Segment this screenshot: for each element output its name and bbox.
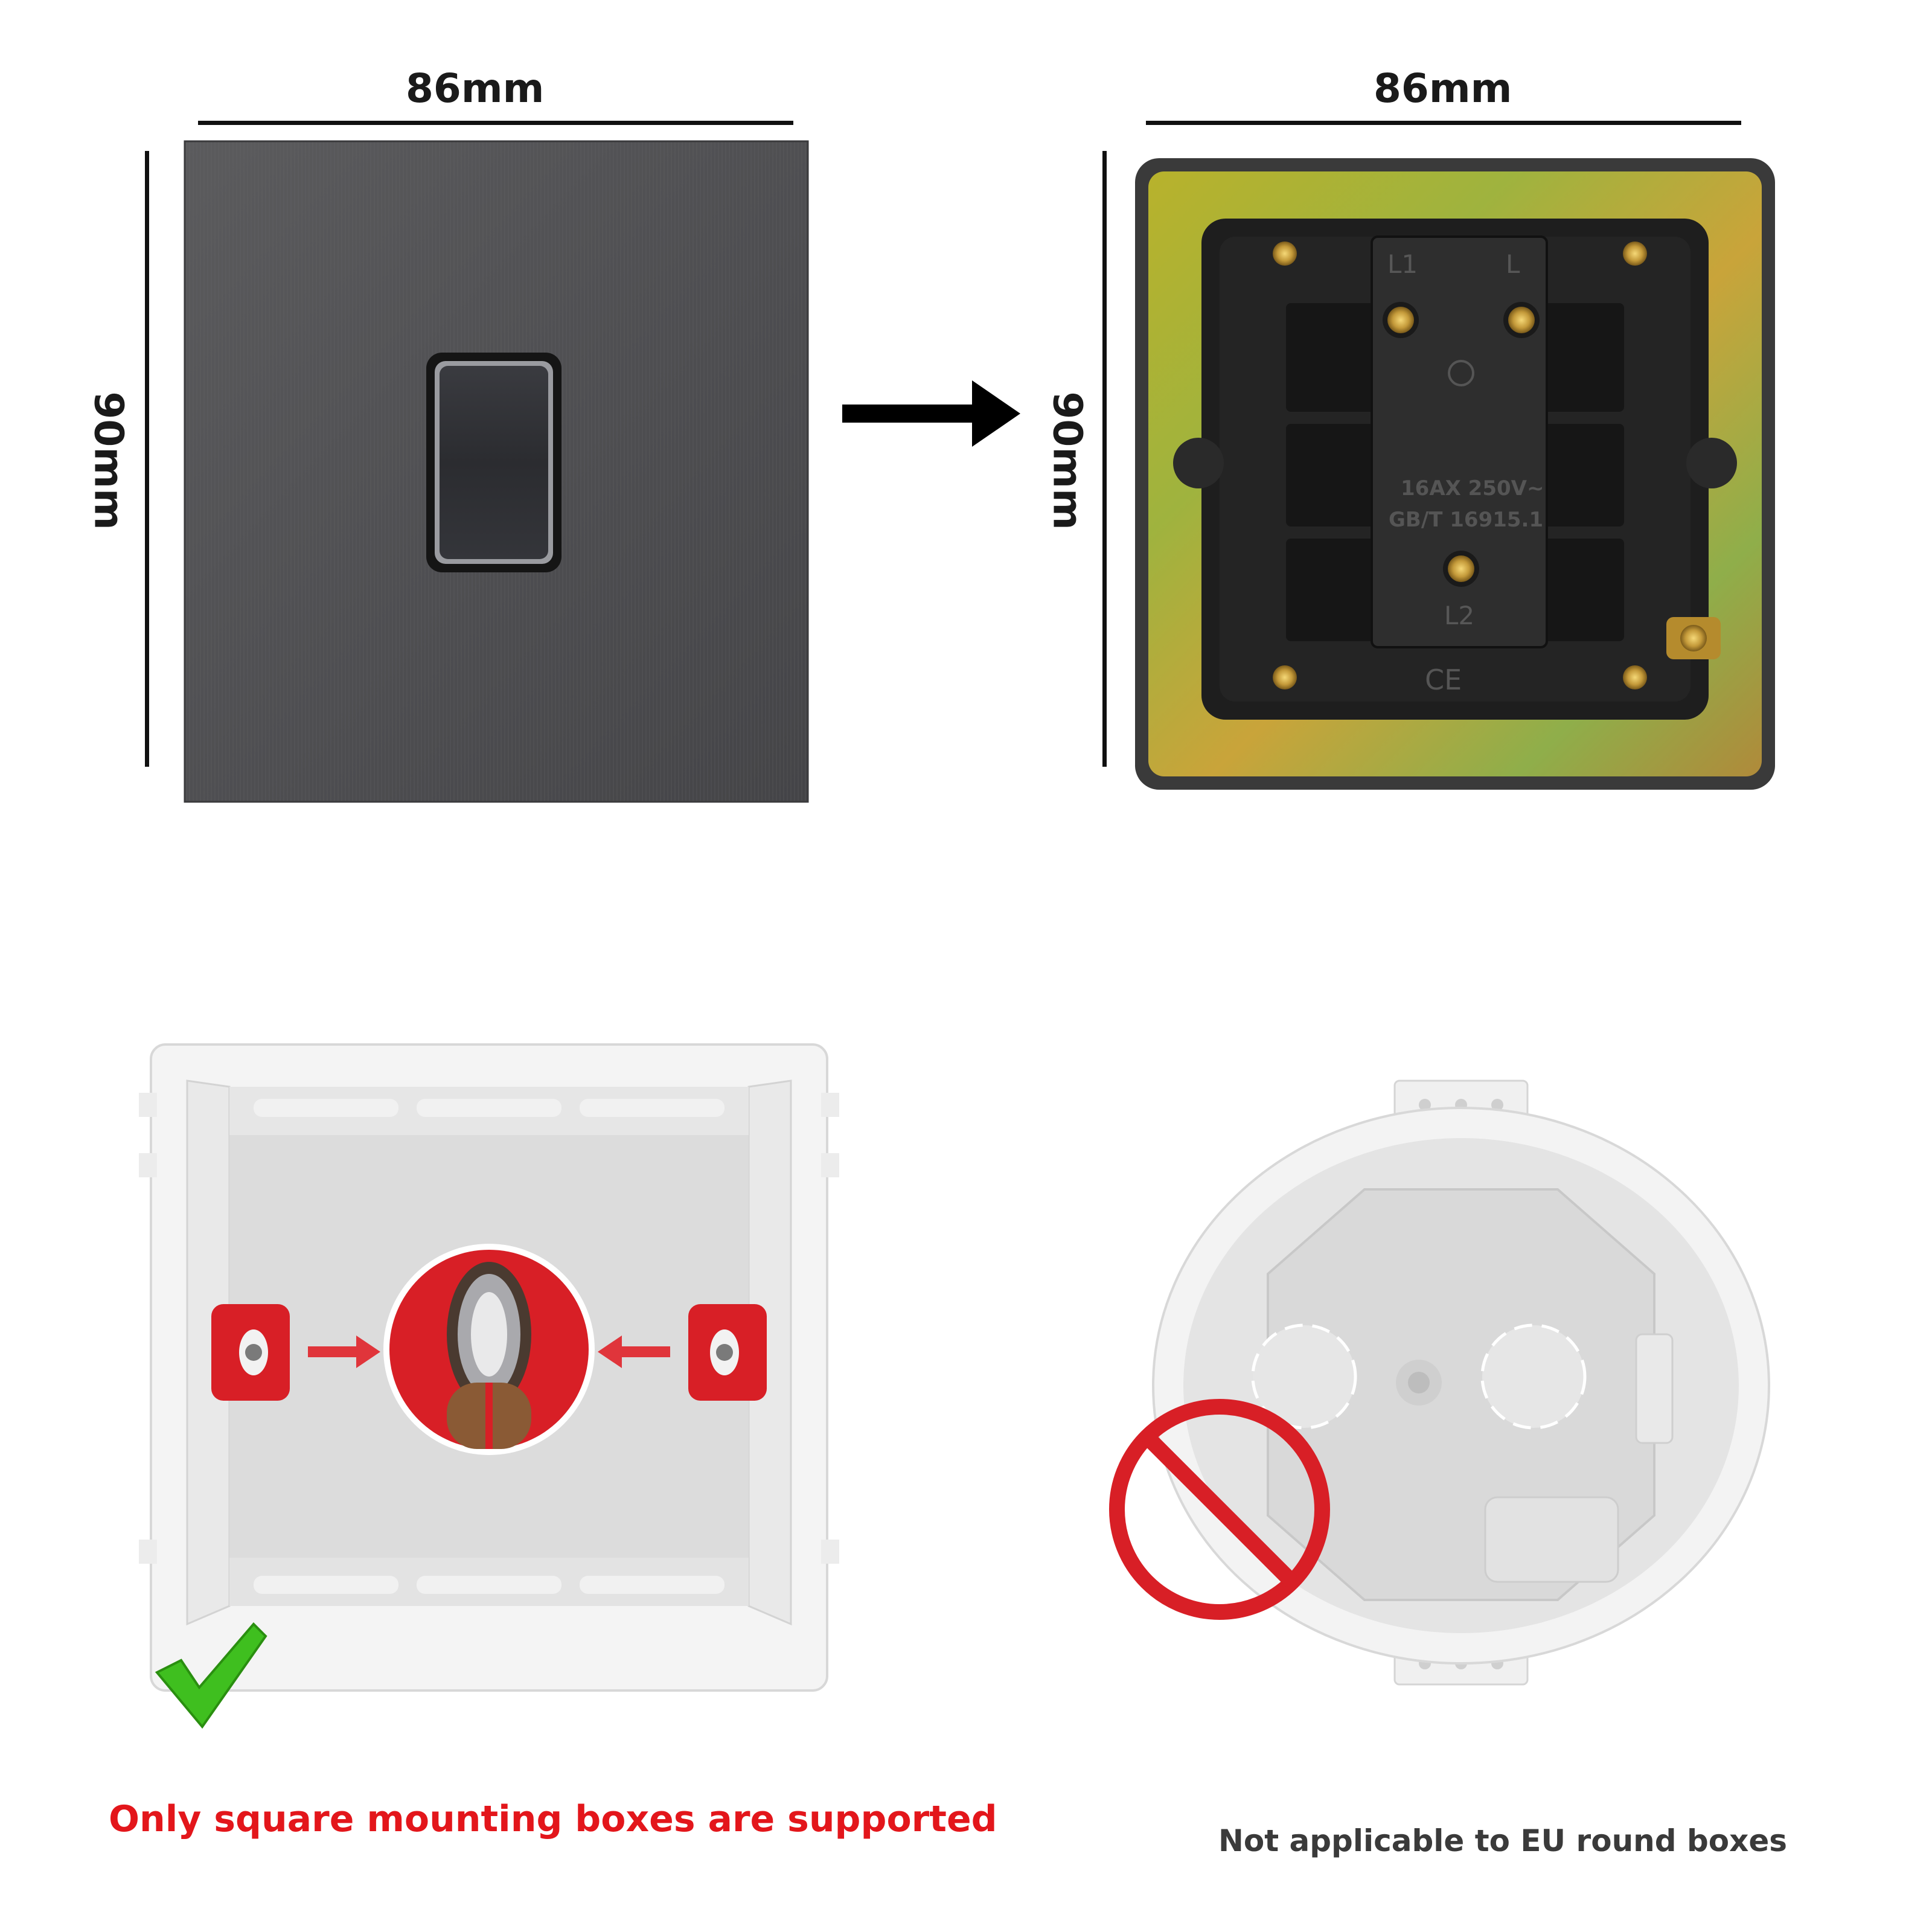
front-width-label: 86mm — [406, 65, 545, 112]
right-mounting-ear — [688, 1304, 767, 1401]
terminal-l-screw — [1503, 302, 1540, 338]
terminal-l2-label: L2 — [1444, 601, 1474, 630]
square-box-caption: Only square mounting boxes are supported — [109, 1798, 997, 1840]
front-width-line — [198, 121, 793, 125]
square-mounting-box — [139, 1043, 839, 1692]
arrow-right-icon — [842, 380, 1020, 447]
back-height-label: 90mm — [1044, 391, 1091, 530]
prohibited-icon — [1109, 1399, 1330, 1620]
terminal-l1-label: L1 — [1387, 249, 1418, 279]
back-height-line — [1102, 151, 1107, 767]
left-mounting-ear — [211, 1304, 290, 1401]
terminal-l2-screw — [1443, 551, 1479, 587]
rating-label: 16AX 250V~ — [1401, 476, 1544, 501]
arrow-left-icon — [598, 1335, 670, 1368]
back-width-line — [1146, 121, 1741, 125]
terminal-l-label: L — [1506, 249, 1520, 279]
front-switch-panel — [184, 140, 809, 803]
front-height-line — [145, 151, 149, 767]
ce-mark-label: CE — [1425, 664, 1462, 696]
rocker-switch[interactable] — [426, 353, 561, 572]
ccc-mark-icon — [1448, 360, 1474, 386]
round-box-caption: Not applicable to EU round boxes — [1218, 1823, 1788, 1858]
standard-label: GB/T 16915.1 — [1389, 508, 1543, 532]
earth-terminal — [1666, 617, 1721, 659]
check-icon — [155, 1622, 267, 1729]
back-width-label: 86mm — [1374, 65, 1512, 112]
front-height-label: 90mm — [85, 391, 132, 530]
magnified-screw-detail — [383, 1244, 595, 1455]
arrow-right-icon — [308, 1335, 380, 1368]
back-switch-panel: L1 L 16AX 250V~ GB/T 16915.1 L2 CE — [1135, 158, 1775, 790]
terminal-l1-screw — [1383, 302, 1419, 338]
round-mounting-box — [1152, 1080, 1770, 1686]
